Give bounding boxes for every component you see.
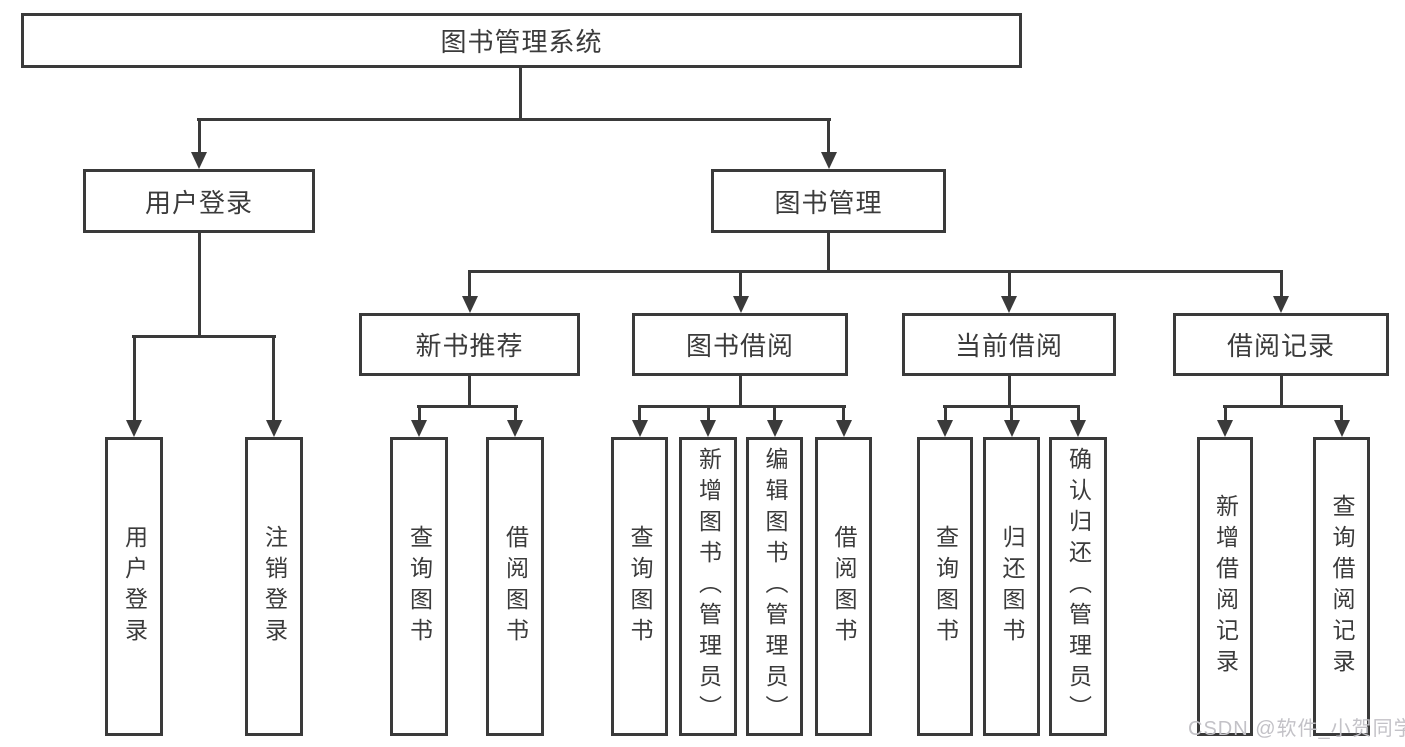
edge-leaf-stem [944, 405, 947, 423]
leaf-add-borrow-record: 新增借阅记录 [1197, 437, 1253, 736]
arrowhead-to-query-books-b [632, 420, 648, 437]
arrowhead-to-new-book-rec [462, 296, 478, 313]
edge-leaf-stem [418, 405, 421, 423]
edge-borrow-records-stem [1280, 376, 1283, 407]
edge-leaf-stem [1077, 405, 1080, 423]
edge-user-login-stem [198, 233, 201, 337]
edge-leaf-stem [514, 405, 517, 423]
csdn-watermark: CSDN @软件_小贺同学 [1188, 718, 1405, 740]
edge-leaf-stem [707, 405, 710, 423]
arrowhead-to-user-login [191, 152, 207, 169]
edge-leaf-stem [842, 405, 845, 423]
leaf-confirm-return-admin: 确认归还（管理员） [1049, 437, 1107, 736]
arrowhead-to-borrow-books-b [836, 420, 852, 437]
edge-current-borrow-stem [1008, 376, 1011, 407]
edge-to-new-book-rec-stem [468, 270, 471, 299]
edge-to-book-borrow-stem [739, 270, 742, 299]
arrowhead-to-add-borrow-record [1217, 420, 1233, 437]
edge-new-book-rec-bar [417, 405, 518, 408]
node-current-borrow: 当前借阅 [902, 313, 1116, 376]
arrowhead-to-logout-leaf [266, 420, 282, 437]
node-new-book-recommend: 新书推荐 [359, 313, 580, 376]
edge-leaf-stem [1010, 405, 1013, 423]
edge-to-login-leaf-stem [133, 335, 136, 423]
arrowhead-to-edit-books [767, 420, 783, 437]
node-library-management-system: 图书管理系统 [21, 13, 1022, 68]
leaf-user-login: 用户登录 [105, 437, 163, 736]
arrowhead-to-borrow-records [1273, 296, 1289, 313]
edge-leaf-stem [773, 405, 776, 423]
node-book-borrow: 图书借阅 [632, 313, 848, 376]
node-book-management: 图书管理 [711, 169, 946, 233]
arrowhead-to-add-books [700, 420, 716, 437]
edge-book-mgmt-bar [468, 270, 1283, 273]
edge-book-borrow-bar [638, 405, 846, 408]
arrowhead-to-confirm-return [1070, 420, 1086, 437]
arrowhead-to-query-books-c [937, 420, 953, 437]
edge-leaf-stem [638, 405, 641, 423]
edge-book-mgmt-stem [827, 233, 830, 273]
arrowhead-to-current-borrow [1001, 296, 1017, 313]
edge-new-book-rec-stem [468, 376, 471, 407]
arrowhead-to-login-leaf [126, 420, 142, 437]
arrowhead-to-book-mgmt [821, 152, 837, 169]
edge-to-user-login-stem [198, 118, 201, 155]
arrowhead-to-query-borrow-record [1334, 420, 1350, 437]
node-borrow-records: 借阅记录 [1173, 313, 1389, 376]
edge-to-book-mgmt-stem [827, 118, 830, 155]
leaf-borrow-books: 借阅图书 [815, 437, 872, 736]
arrowhead-to-return-books [1004, 420, 1020, 437]
leaf-query-books-recommend: 查询图书 [390, 437, 448, 736]
leaf-query-books-borrow: 查询图书 [611, 437, 668, 736]
arrowhead-to-book-borrow [733, 296, 749, 313]
node-user-login: 用户登录 [83, 169, 315, 233]
edge-to-logout-leaf-stem [272, 335, 275, 423]
edge-root-bar [197, 118, 831, 121]
edge-to-borrow-records-stem [1280, 270, 1283, 299]
edge-to-current-borrow-stem [1008, 270, 1011, 299]
edge-borrow-records-bar [1223, 405, 1343, 408]
edge-root-stem [519, 68, 522, 119]
leaf-query-borrow-record: 查询借阅记录 [1313, 437, 1370, 736]
edge-user-login-bar [132, 335, 276, 338]
edge-book-borrow-stem [739, 376, 742, 407]
leaf-logout: 注销登录 [245, 437, 303, 736]
leaf-borrow-books-recommend: 借阅图书 [486, 437, 544, 736]
arrowhead-to-query-books-a [411, 420, 427, 437]
leaf-query-books-current: 查询图书 [917, 437, 973, 736]
edge-leaf-stem [1224, 405, 1227, 423]
leaf-edit-books-admin: 编辑图书（管理员） [746, 437, 803, 736]
arrowhead-to-borrow-books-a [507, 420, 523, 437]
edge-leaf-stem [1340, 405, 1343, 423]
leaf-return-books: 归还图书 [983, 437, 1040, 736]
leaf-add-books-admin: 新增图书（管理员） [679, 437, 737, 736]
